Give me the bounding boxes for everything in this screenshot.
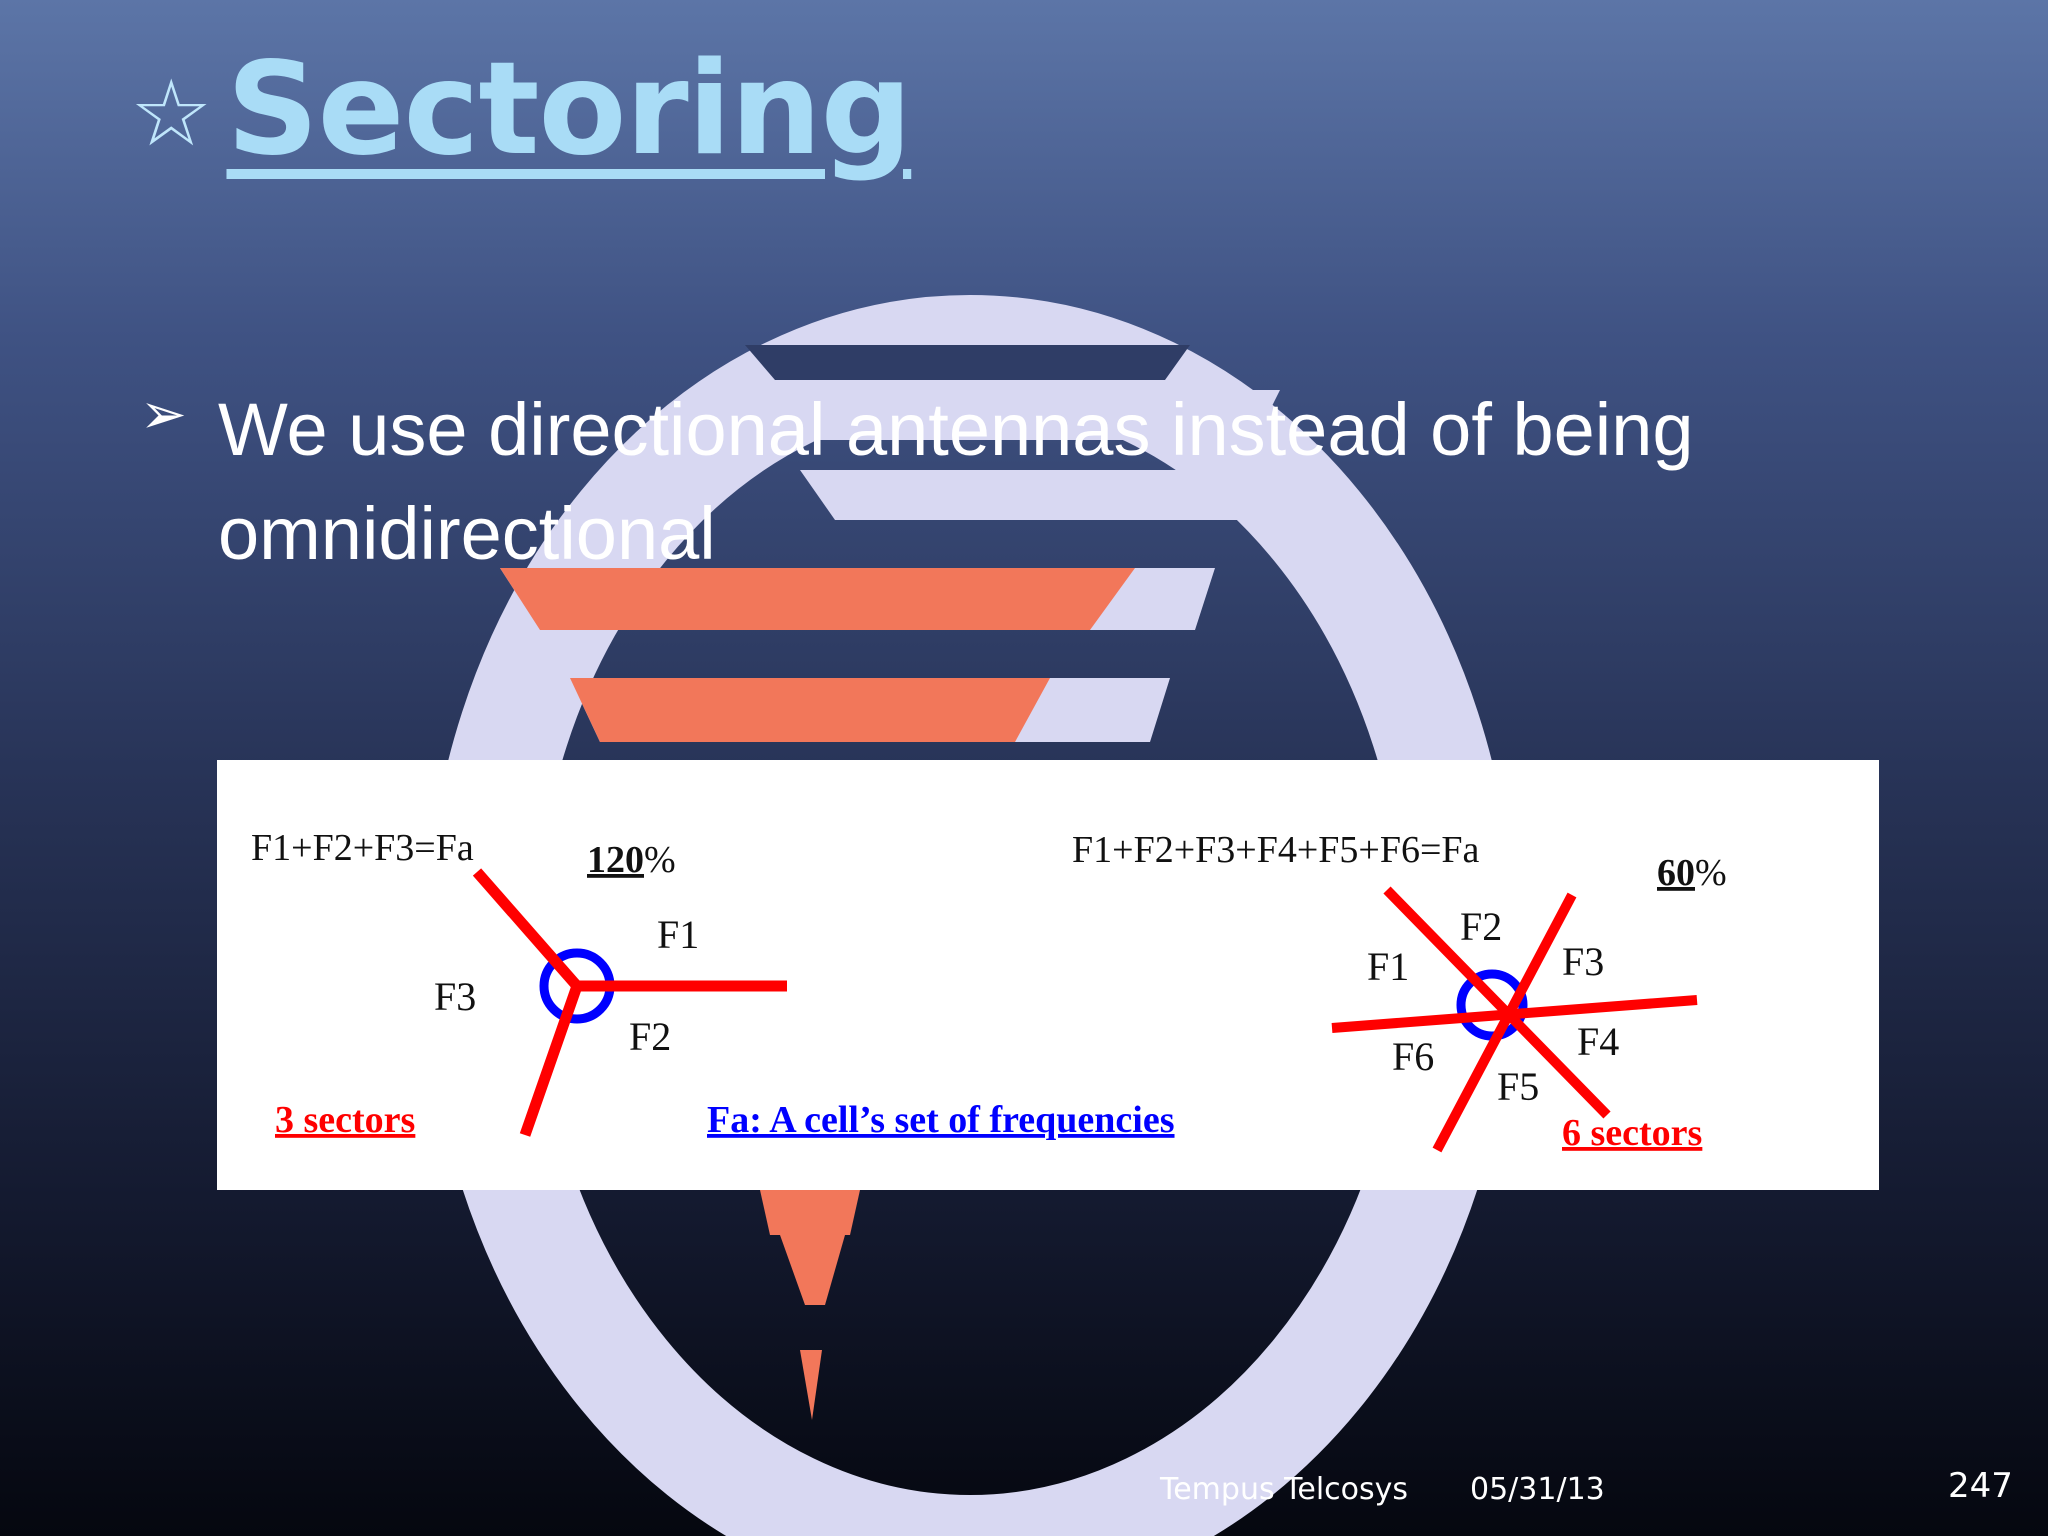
left-label-f1: F1 — [657, 912, 699, 957]
right-label-f5: F5 — [1497, 1064, 1539, 1109]
right-sector-line-1 — [1383, 886, 1611, 1119]
footer-date: 05/31/13 — [1470, 1472, 1605, 1507]
sectoring-figure: F1+F2+F3=Fa 120% F1 F3 F2 3 sectors Fa: … — [217, 760, 1879, 1190]
right-label-f6: F6 — [1392, 1034, 1434, 1079]
logo-stripe-1 — [745, 345, 1190, 380]
center-caption: Fa: A cell’s set of frequencies — [707, 1099, 1175, 1141]
slide-number: 247 — [1948, 1466, 2013, 1506]
footer-organization: Tempus Telcosys — [1160, 1472, 1409, 1507]
logo-stripe-3 — [800, 470, 1275, 520]
right-sector-line-3 — [1331, 995, 1698, 1033]
left-caption: 3 sectors — [275, 1099, 415, 1141]
left-angle-suffix: % — [644, 839, 676, 881]
sectoring-diagram: F1+F2+F3=Fa 120% F1 F3 F2 3 sectors Fa: … — [251, 827, 1727, 1154]
bullet-text: We use directional antennas instead of b… — [218, 388, 1694, 575]
left-sector-line-3 — [519, 984, 583, 1137]
right-label-f4: F4 — [1577, 1019, 1619, 1064]
star-icon: ☆ — [130, 60, 213, 167]
right-angle-number: 60 — [1657, 852, 1695, 894]
left-angle: 120% — [587, 839, 676, 881]
right-angle-suffix: % — [1695, 852, 1727, 894]
slide-title-block: ☆ Sectoring — [130, 35, 912, 210]
logo-needle-tip — [800, 1350, 822, 1420]
arrow-bullet-icon: ➢ — [140, 382, 187, 447]
right-sector-line-2 — [1432, 892, 1577, 1153]
left-sector-line-1 — [472, 868, 582, 990]
right-caption: 6 sectors — [1562, 1112, 1702, 1154]
logo-needle — [780, 1235, 845, 1305]
slide-title: Sectoring — [226, 35, 912, 184]
right-angle: 60% — [1657, 852, 1727, 894]
bullet-item: ➢ We use directional antennas instead of… — [140, 378, 1840, 586]
logo-stripe-5-accent — [570, 678, 1050, 742]
left-label-f2: F2 — [629, 1014, 671, 1059]
left-angle-number: 120 — [587, 839, 644, 881]
right-label-f3: F3 — [1562, 939, 1604, 984]
right-label-f1: F1 — [1367, 944, 1409, 989]
logo-stripe-4-accent — [500, 568, 1135, 630]
logo-stripe-6 — [760, 1190, 860, 1235]
logo-stripe-2 — [720, 390, 1280, 440]
right-equation: F1+F2+F3+F4+F5+F6=Fa — [1072, 829, 1480, 871]
left-label-f3: F3 — [434, 974, 476, 1019]
left-equation: F1+F2+F3=Fa — [251, 827, 474, 869]
right-label-f2: F2 — [1460, 904, 1502, 949]
